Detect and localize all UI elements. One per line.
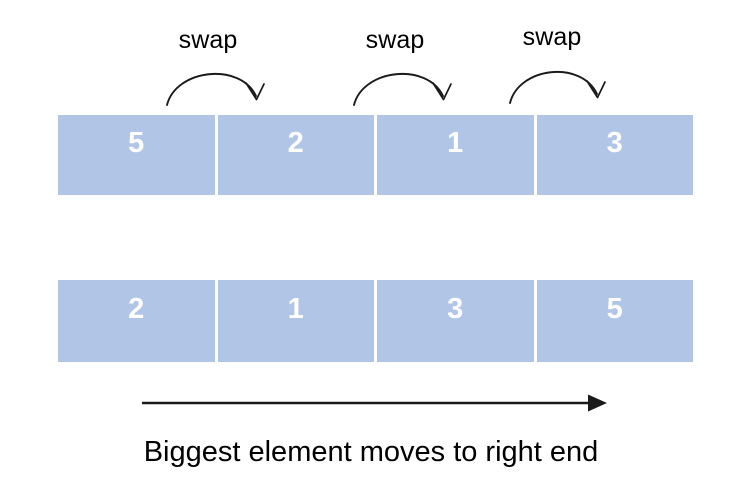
cell-value: 3 [606, 126, 623, 159]
swap-arc-1-icon [166, 73, 265, 106]
cell-value: 1 [287, 292, 304, 325]
cell-value: 2 [128, 292, 145, 325]
left-to-right-arrow-icon [142, 394, 607, 412]
array-cell: 2 [58, 280, 215, 362]
cell-value: 5 [606, 292, 623, 325]
array-row-before: 5 2 1 3 [58, 115, 693, 195]
cell-value: 1 [447, 126, 464, 159]
swap-label-1: swap [178, 26, 238, 54]
swap-label-3: swap [522, 23, 582, 51]
cell-value: 3 [447, 292, 464, 325]
array-cell: 5 [536, 280, 693, 362]
cell-value: 5 [128, 126, 145, 159]
swap-arc-3-icon [509, 71, 606, 104]
swap-label-2: swap [365, 26, 425, 54]
array-cell: 1 [217, 280, 374, 362]
caption-text: Biggest element moves to right end [143, 436, 599, 468]
array-cell: 3 [536, 115, 693, 195]
swap-arc-2-icon [353, 73, 452, 106]
cell-value: 2 [287, 126, 304, 159]
array-cell: 5 [58, 115, 215, 195]
array-cell: 1 [377, 115, 534, 195]
array-cell: 3 [377, 280, 534, 362]
array-row-after: 2 1 3 5 [58, 280, 693, 362]
array-cell: 2 [217, 115, 374, 195]
